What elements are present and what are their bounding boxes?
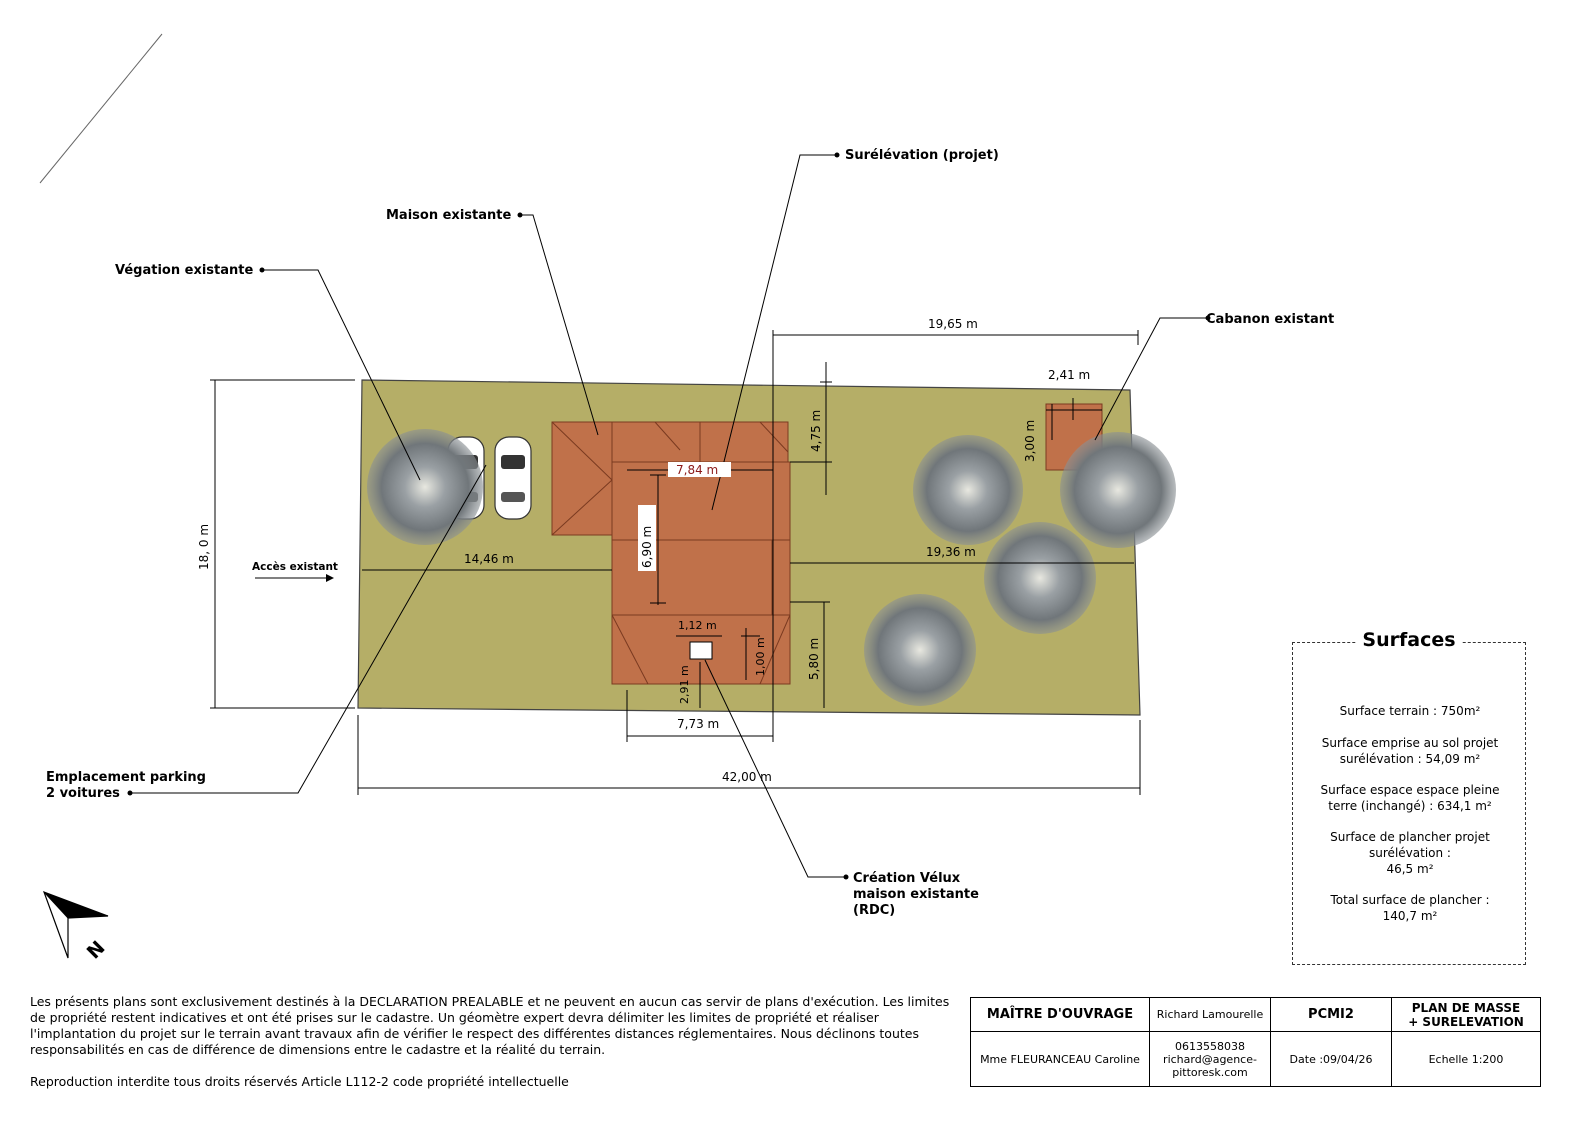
dim-2-91: 2,91 m — [678, 665, 691, 704]
dim-3-00: 3,00 m — [1023, 420, 1037, 462]
label-acces: Accès existant — [252, 561, 338, 573]
velux-window — [689, 641, 713, 660]
architect-contact: 0613558038 richard@agence- pittoresk.com — [1149, 1031, 1271, 1087]
dim-2-41: 2,41 m — [1048, 368, 1090, 382]
dim-1-00: 1,00 m — [754, 637, 767, 676]
surface-terrain: Surface terrain : 750m² — [1339, 704, 1481, 718]
dim-4-75: 4,75 m — [809, 410, 823, 452]
label-velux-2: maison existante — [853, 887, 979, 902]
dim-18-0: 18, 0 m — [197, 524, 211, 570]
dim-7-84: 7,84 m — [676, 463, 718, 477]
surface-total-plancher: Total surface de plancher : 140,7 m² — [1330, 893, 1490, 923]
dim-19-36: 19,36 m — [926, 545, 976, 559]
dim-1-12: 1,12 m — [678, 619, 717, 632]
architect-name: Richard Lamourelle — [1149, 997, 1271, 1032]
dim-5-80: 5,80 m — [807, 638, 821, 680]
north-arrow-icon: N — [42, 890, 110, 964]
title-block: MAÎTRE D'OUVRAGE Richard Lamourelle PCMI… — [970, 997, 1541, 1087]
dim-19-65: 19,65 m — [928, 317, 978, 331]
label-parking-1: Emplacement parking — [46, 770, 206, 785]
maitre-ouvrage-label: MAÎTRE D'OUVRAGE — [970, 997, 1150, 1032]
disclaimer-text: Les présents plans sont exclusivement de… — [30, 994, 950, 1057]
leader-dots — [127, 152, 1211, 880]
surfaces-panel: Surfaces Surface terrain : 750m² Surface… — [1292, 629, 1526, 965]
surface-plancher-projet: Surface de plancher projet surélévation … — [1330, 830, 1490, 876]
reproduction-notice: Reproduction interdite tous droits réser… — [30, 1074, 569, 1089]
plan-date: Date :09/04/26 — [1270, 1031, 1392, 1087]
dim-6-90: 6,90 m — [640, 526, 654, 568]
dimension-lines — [210, 330, 1141, 795]
plan-code: PCMI2 — [1270, 997, 1392, 1032]
label-cabanon: Cabanon existant — [1206, 312, 1334, 327]
dim-14-46: 14,46 m — [464, 552, 514, 566]
vegetation-trees — [367, 429, 1176, 706]
reference-line — [39, 33, 163, 184]
plan-scale: Echelle 1:200 — [1391, 1031, 1541, 1087]
label-parking-2: 2 voitures — [46, 786, 120, 801]
surface-pleine-terre: Surface espace espace pleine terre (inch… — [1320, 783, 1500, 813]
dim-42-00: 42,00 m — [722, 770, 772, 784]
label-vegetation: Végation existante — [115, 263, 253, 278]
north-letter: N — [83, 937, 110, 964]
label-velux-3: (RDC) — [853, 903, 895, 918]
plan-title: PLAN DE MASSE + SURELEVATION — [1391, 997, 1541, 1032]
label-surelevation: Surélévation (projet) — [845, 148, 999, 163]
client-name: Mme FLEURANCEAU Caroline — [970, 1031, 1150, 1087]
dim-7-73: 7,73 m — [677, 717, 719, 731]
leader-lines — [130, 154, 1208, 878]
label-maison: Maison existante — [386, 208, 511, 223]
surfaces-title: Surfaces — [1356, 629, 1462, 651]
label-velux-1: Création Vélux — [853, 871, 961, 886]
surface-emprise: Surface emprise au sol projet surélévati… — [1321, 736, 1499, 766]
